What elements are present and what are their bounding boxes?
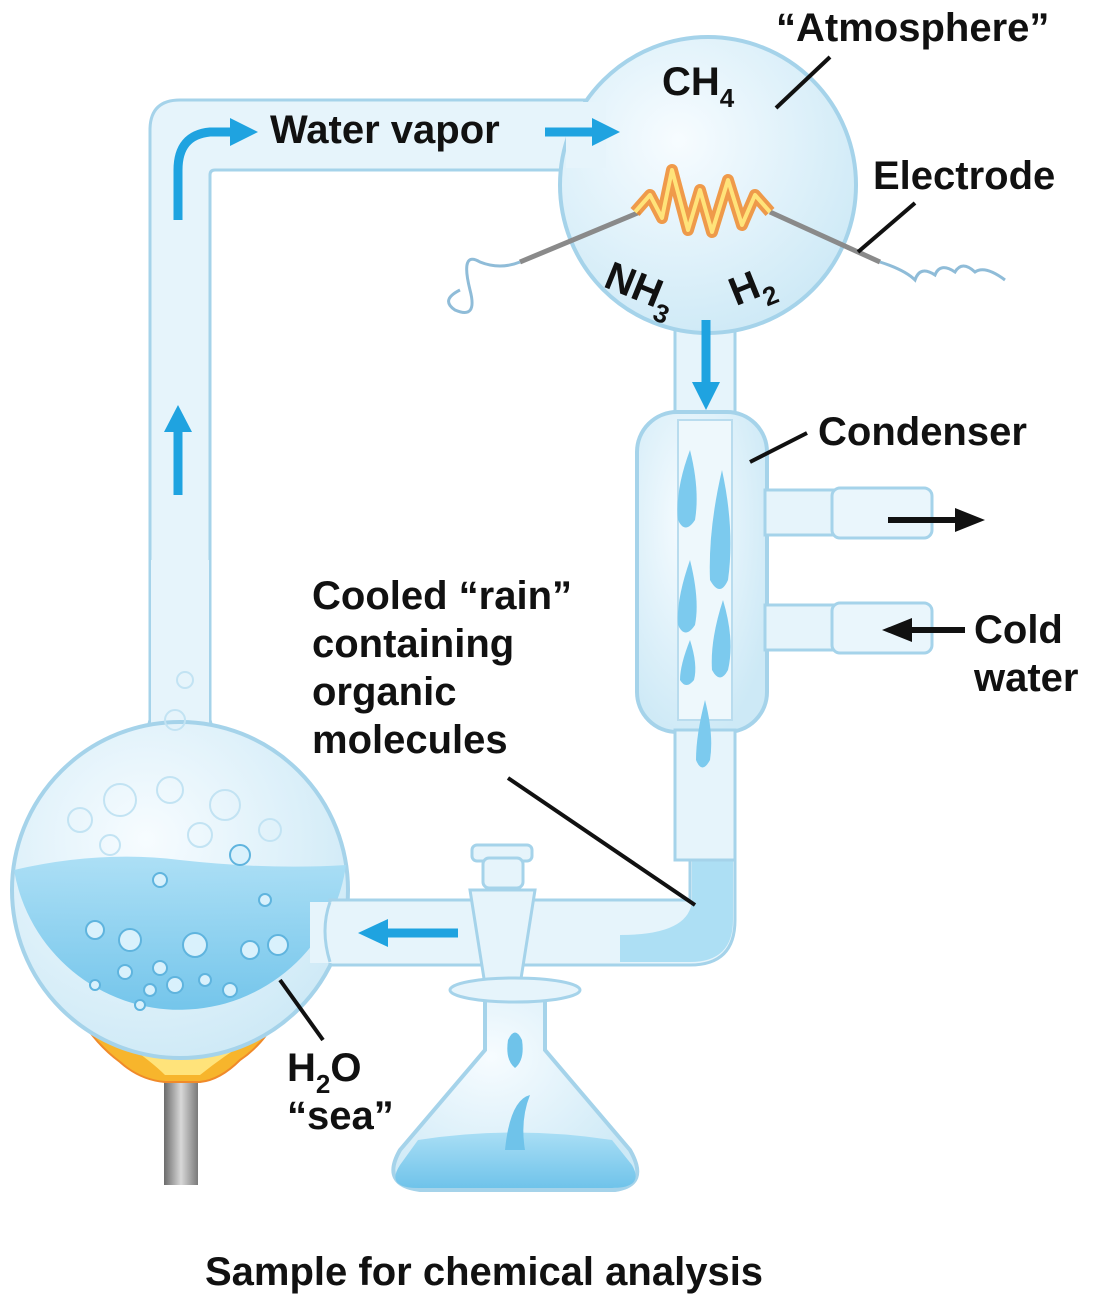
flow-arrows — [164, 118, 720, 947]
label-cooled-rain-3: organic — [312, 670, 457, 714]
electrode-right — [768, 209, 1006, 283]
label-electrode: Electrode — [873, 154, 1056, 198]
label-h2o-o: O — [330, 1046, 362, 1090]
steam-bubbles — [67, 671, 282, 856]
label-cold: Cold — [974, 608, 1063, 652]
label-cooled-rain-2: containing — [312, 622, 515, 666]
label-cooled-rain-4: molecules — [312, 718, 508, 762]
electrode-left — [447, 209, 641, 314]
label-sea: “sea” — [287, 1094, 394, 1138]
label-atmosphere: “Atmosphere” — [776, 6, 1050, 50]
label-h2o-sub: 2 — [315, 1069, 331, 1099]
bubbles — [85, 844, 289, 1011]
burner-tube — [164, 1075, 198, 1185]
stopcock — [468, 843, 537, 987]
water-flow-arrows — [882, 508, 985, 642]
leader-lines — [278, 55, 917, 1042]
label-water-vapor: Water vapor — [270, 108, 500, 152]
left-riser-tube — [148, 98, 592, 640]
label-h2o-h: H — [287, 1046, 316, 1090]
label-condenser: Condenser — [818, 410, 1027, 454]
label-ch4-sub: 4 — [719, 83, 735, 113]
label-water: water — [974, 656, 1079, 700]
sample-flask — [391, 976, 640, 1192]
label-h2o: H2O — [287, 1044, 362, 1099]
label-sample: Sample for chemical analysis — [205, 1250, 764, 1294]
label-ch4-main: CH — [662, 60, 720, 104]
condenser — [635, 308, 934, 862]
rain-drops — [677, 450, 731, 768]
label-cooled-rain-1: Cooled “rain” — [312, 574, 573, 618]
label-ch4: CH4 — [662, 58, 735, 113]
